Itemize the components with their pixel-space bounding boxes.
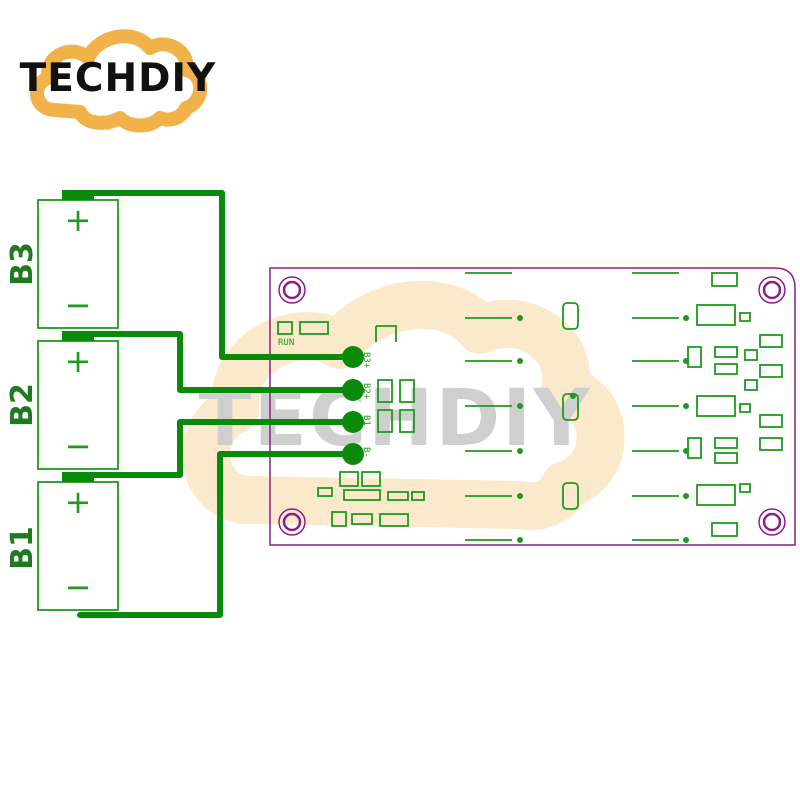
pad-label-b2plus: B2+ — [361, 383, 371, 400]
wire-b1 — [63, 419, 356, 478]
wire-b3-plus — [63, 190, 356, 360]
battery-plus-sign: + — [65, 483, 92, 521]
pad-label-b1: B1 — [361, 415, 371, 426]
logo-text: TECHDIY — [20, 56, 217, 101]
pad-label-b3plus: B3+ — [361, 352, 371, 369]
mount-hole — [278, 508, 306, 536]
solder-pads — [342, 346, 364, 465]
battery-plus-sign: + — [65, 342, 92, 380]
pad-label-bminus: B- — [361, 447, 371, 458]
pad-b2plus — [342, 379, 364, 401]
battery-minus-sign: − — [65, 568, 92, 606]
mount-hole — [758, 276, 786, 304]
wiring — [63, 190, 356, 618]
run-label: RUN — [278, 338, 294, 348]
battery-b3: + − B3 — [5, 190, 119, 329]
logo-cloud-icon — [29, 29, 208, 133]
pad-b3plus — [342, 346, 364, 368]
wire-b2-plus — [63, 331, 356, 393]
pcb-board: RUN B3+ B2+ B1 B- — [269, 267, 796, 546]
battery-b2: + − B2 — [5, 331, 119, 470]
brand-logo: TECHDIY — [20, 29, 217, 133]
board-outline — [269, 267, 796, 546]
battery-b1: + − B1 — [5, 472, 119, 611]
battery-plus-sign: + — [65, 201, 92, 239]
mount-hole — [278, 276, 306, 304]
silkscreen-components — [277, 272, 783, 541]
silkscreen-dots — [517, 315, 689, 543]
mount-hole — [758, 508, 786, 536]
battery-label: B2 — [5, 383, 40, 427]
battery-minus-sign: − — [65, 286, 92, 324]
battery-minus-sign: − — [65, 427, 92, 465]
battery-body — [37, 481, 119, 611]
battery-label: B1 — [5, 526, 40, 570]
watermark: TECHDIY — [182, 280, 625, 531]
wire-b-minus — [77, 451, 356, 618]
battery-body — [37, 199, 119, 329]
pad-b1 — [342, 411, 364, 433]
battery-body — [37, 340, 119, 470]
battery-label: B3 — [5, 242, 40, 286]
watermark-cloud — [182, 280, 625, 531]
pad-bminus — [342, 443, 364, 465]
